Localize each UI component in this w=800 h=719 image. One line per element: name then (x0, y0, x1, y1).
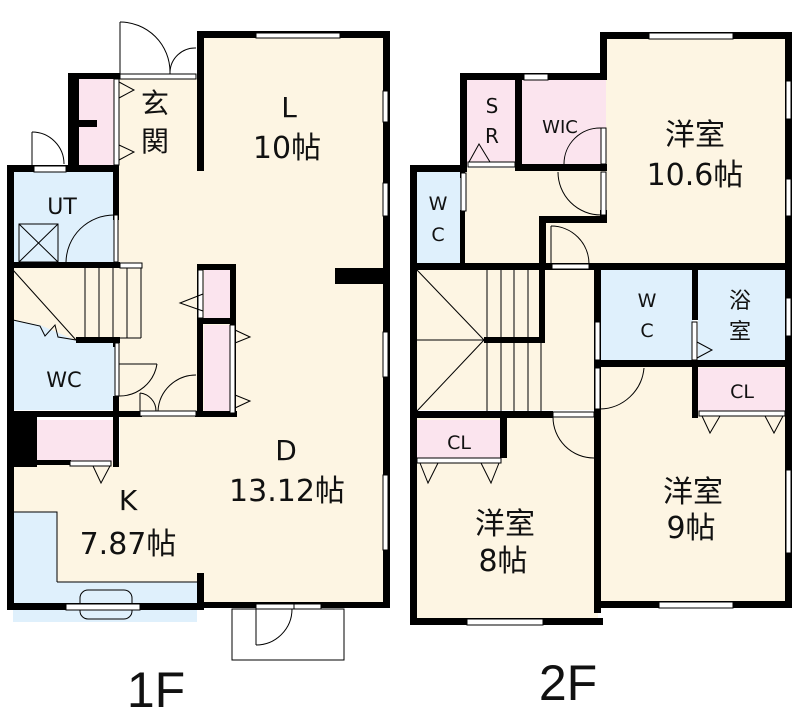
kitchen-counter-fill (13, 582, 197, 622)
window (382, 182, 389, 217)
window (382, 474, 389, 551)
toilet-2f-b-floor (601, 270, 693, 360)
entrance-label: 玄 (141, 87, 169, 120)
toilet-2f-b-label-2: C (640, 320, 653, 342)
window (33, 165, 67, 173)
stairs-1f (12, 262, 143, 341)
toilet-2f-a-floor (416, 172, 461, 264)
western-room-c-label: 洋室 (663, 475, 723, 510)
closet-2f-a-label: CL (447, 432, 471, 454)
western-room-c-size: 9帖 (666, 511, 715, 546)
window (382, 331, 389, 378)
hallway-door[interactable] (139, 374, 197, 417)
windows-1f (33, 32, 389, 611)
entrance-label-2: 関 (141, 125, 169, 158)
window (255, 32, 341, 39)
closet-2f-b-label: CL (730, 381, 754, 403)
window (382, 90, 389, 123)
entrance-door[interactable] (119, 21, 197, 74)
living-dining-floor (115, 37, 383, 602)
window (65, 603, 141, 611)
western-room-a-floor (606, 38, 786, 264)
floor-2-plan: S R WIC 洋室 10.6帖 W C W C 浴 室 CL CL 洋室 8帖… (410, 32, 792, 711)
bathroom-label: 浴 (729, 289, 751, 314)
kitchen-label: K (119, 484, 138, 517)
toilet-label: WC (46, 368, 81, 392)
entrance-floor (118, 78, 203, 170)
patio-door[interactable] (231, 603, 345, 661)
window (785, 80, 792, 120)
floor-2-label: 2F (539, 655, 597, 711)
labels-2f: S R WIC 洋室 10.6帖 W C W C 浴 室 CL CL 洋室 8帖… (429, 94, 755, 711)
floor-1-label: 1F (127, 662, 185, 718)
doors-2f[interactable] (416, 127, 786, 485)
western-room-a-size: 10.6帖 (647, 158, 744, 193)
window (648, 32, 734, 40)
toilet-2f-b-label: W (638, 290, 657, 312)
window (785, 469, 792, 554)
closet-1f-upper (204, 270, 230, 318)
toilet-door-1f[interactable] (114, 342, 158, 397)
living-size: 10帖 (253, 131, 321, 166)
walk-in-closet-label: WIC (542, 117, 578, 138)
bathroom-floor (698, 270, 786, 360)
toilet-2f-a-label: W (429, 193, 448, 215)
dining-label: D (275, 434, 297, 467)
utility-exterior-door[interactable] (31, 131, 65, 166)
dining-size: 13.12帖 (229, 474, 345, 509)
floor-1-plan: 玄 関 L 10帖 UT WC D 13.12帖 K 7.87帖 1F (7, 21, 390, 718)
utility-door[interactable] (65, 214, 119, 263)
labels-1f: 玄 関 L 10帖 UT WC D 13.12帖 K 7.87帖 1F (46, 87, 345, 718)
pantry-closet (37, 420, 115, 462)
living-label: L (281, 91, 297, 124)
window (785, 297, 792, 337)
window (466, 618, 544, 626)
western-room-b-size: 8帖 (478, 544, 527, 579)
storage-room-label: S (486, 94, 499, 118)
walk-in-closet-floor (522, 80, 606, 166)
closet-1f-lower (204, 325, 230, 413)
windows-2f (466, 32, 792, 626)
bathroom-label-2: 室 (729, 320, 751, 345)
stairs-2f (416, 269, 542, 412)
window (785, 178, 792, 217)
toilet-2f-a-label-2: C (431, 224, 444, 246)
western-room-b-label: 洋室 (475, 507, 535, 542)
window (658, 601, 734, 609)
storage-room-label-2: R (485, 124, 499, 148)
closet-2f-a-floor (416, 420, 502, 460)
storage-room-floor (467, 80, 515, 164)
window (523, 73, 549, 81)
window (119, 73, 197, 80)
kitchen-size: 7.87帖 (80, 527, 177, 562)
closet-2f-b-floor (698, 368, 786, 411)
hallway-1f-floor (115, 340, 200, 415)
washing-machine-pan (18, 223, 59, 263)
closet-doors-1f[interactable] (69, 78, 252, 485)
utility-label: UT (47, 195, 77, 220)
western-room-a-label: 洋室 (665, 118, 725, 153)
